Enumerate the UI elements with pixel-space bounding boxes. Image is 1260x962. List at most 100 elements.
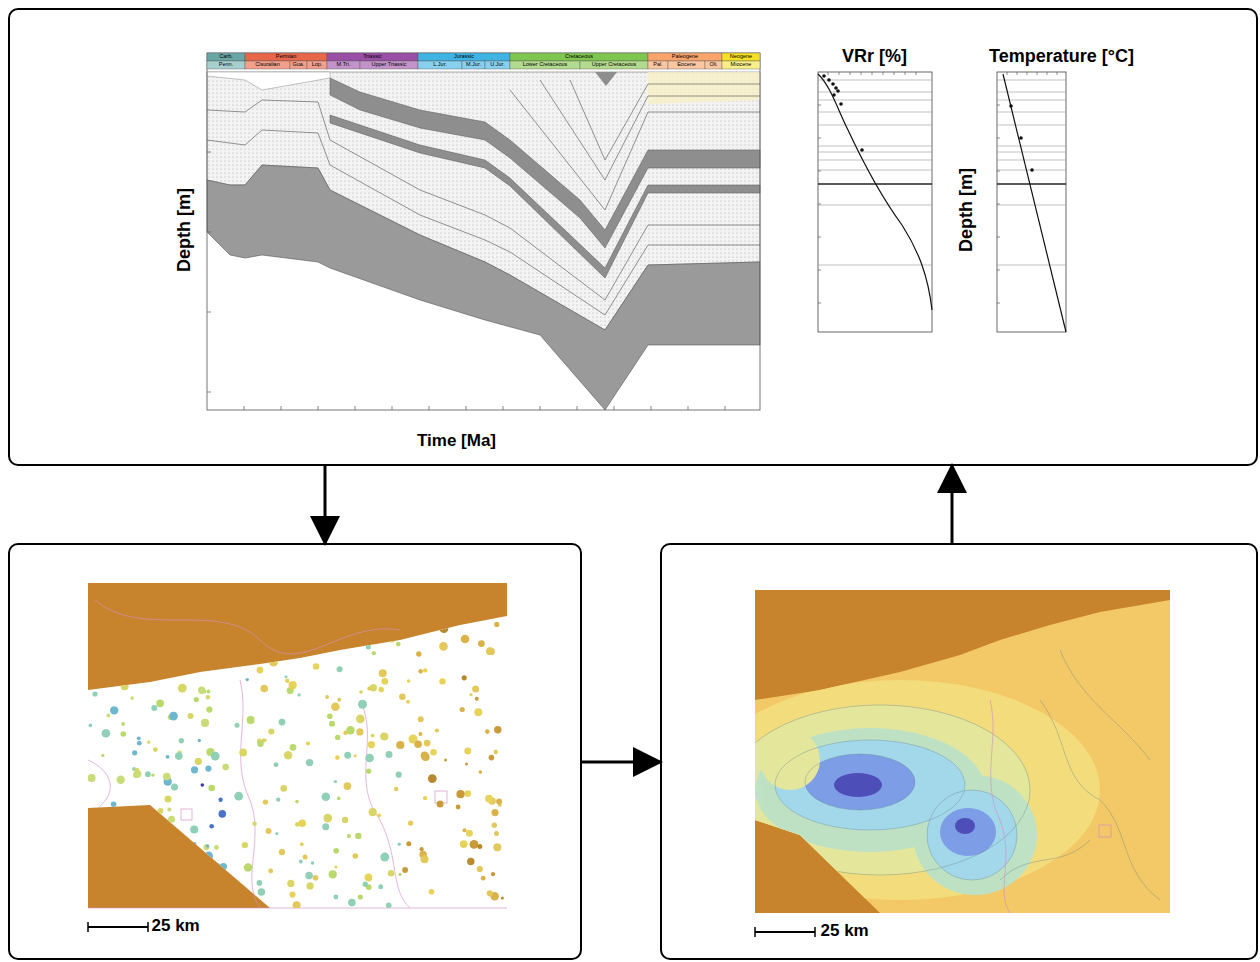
data-point <box>421 855 429 863</box>
data-point <box>260 685 268 693</box>
data-point <box>300 842 304 846</box>
panel-box: 25 km <box>660 543 1258 960</box>
data-point <box>111 801 117 807</box>
data-point <box>454 613 463 622</box>
data-point <box>332 639 337 644</box>
data-point <box>322 823 329 830</box>
data-point <box>290 744 297 751</box>
data-point <box>461 635 470 644</box>
timescale-cell <box>510 61 580 69</box>
data-point <box>365 617 374 626</box>
data-point <box>168 816 175 823</box>
data-point <box>199 631 207 639</box>
data-point <box>416 651 421 656</box>
period-label: Jurassic <box>418 54 510 60</box>
data-point <box>264 739 267 742</box>
data-point <box>257 741 263 747</box>
data-point <box>335 755 340 760</box>
data-point <box>344 752 351 759</box>
data-point <box>220 863 227 870</box>
data-point <box>299 860 303 864</box>
data-point <box>289 892 295 898</box>
data-point <box>369 808 377 816</box>
data-point <box>188 713 194 719</box>
data-point <box>394 787 398 791</box>
data-point <box>396 772 402 778</box>
axis-title: Time [Ma] <box>417 432 496 451</box>
timescale-cell <box>418 53 510 61</box>
data-point <box>217 876 225 884</box>
data-point <box>440 624 449 633</box>
data-point <box>127 651 131 655</box>
data-point <box>456 805 461 810</box>
data-point <box>418 669 422 673</box>
period-label: Upper Cretaceous <box>580 62 648 68</box>
data-point <box>334 895 339 900</box>
data-point <box>355 833 361 839</box>
data-point <box>106 714 110 718</box>
data-point <box>258 888 266 896</box>
period-label: Lop. <box>307 62 327 68</box>
vitrinite-reflectance-plot <box>818 72 932 332</box>
data-point <box>337 698 341 702</box>
timescale-cell <box>722 53 760 61</box>
data-point <box>356 715 365 724</box>
timescale-cell <box>245 61 290 69</box>
data-point <box>307 882 314 889</box>
data-point <box>132 881 140 889</box>
data-point <box>137 741 142 746</box>
data-point <box>470 840 479 849</box>
data-point <box>297 693 300 696</box>
data-point <box>147 849 154 856</box>
data-point <box>130 621 139 630</box>
data-point <box>396 741 404 749</box>
period-label: Cretaceous <box>510 54 648 60</box>
data-point <box>103 628 111 636</box>
data-point <box>147 741 150 744</box>
data-point <box>219 646 225 652</box>
data-point <box>135 657 140 662</box>
data-point <box>117 776 125 784</box>
data-point <box>462 675 467 680</box>
data-point <box>209 824 214 829</box>
data-point <box>136 673 142 679</box>
timescale-cell <box>418 61 462 69</box>
data-point <box>214 845 219 850</box>
data-point <box>496 799 502 805</box>
data-point <box>353 853 359 859</box>
timescale-cell <box>510 53 648 61</box>
data-point <box>169 712 178 721</box>
data-point <box>285 679 289 683</box>
data-point <box>299 820 307 828</box>
data-point <box>318 620 323 625</box>
data-point <box>472 686 479 693</box>
data-point <box>444 758 447 761</box>
data-point <box>310 649 314 653</box>
data-point <box>465 762 468 765</box>
burial-history-chart <box>207 53 760 410</box>
data-point <box>166 755 170 759</box>
data-point <box>428 774 437 783</box>
data-point <box>329 870 337 878</box>
data-point <box>386 751 393 758</box>
data-point <box>191 766 198 773</box>
data-point <box>219 810 227 818</box>
data-point <box>464 790 471 797</box>
data-point <box>234 792 243 801</box>
data-point <box>365 754 374 763</box>
data-point <box>407 679 411 683</box>
data-points-map <box>88 583 507 932</box>
data-point <box>130 696 134 700</box>
data-point <box>119 634 127 642</box>
data-point <box>204 852 213 861</box>
data-point <box>423 796 427 800</box>
data-point <box>377 813 381 817</box>
data-point <box>398 873 401 876</box>
axis-title: Temperature [°C] <box>989 47 1134 67</box>
data-point <box>402 867 408 873</box>
data-point <box>489 755 495 761</box>
data-point <box>494 726 501 733</box>
data-point <box>103 834 112 843</box>
data-point <box>201 783 205 787</box>
